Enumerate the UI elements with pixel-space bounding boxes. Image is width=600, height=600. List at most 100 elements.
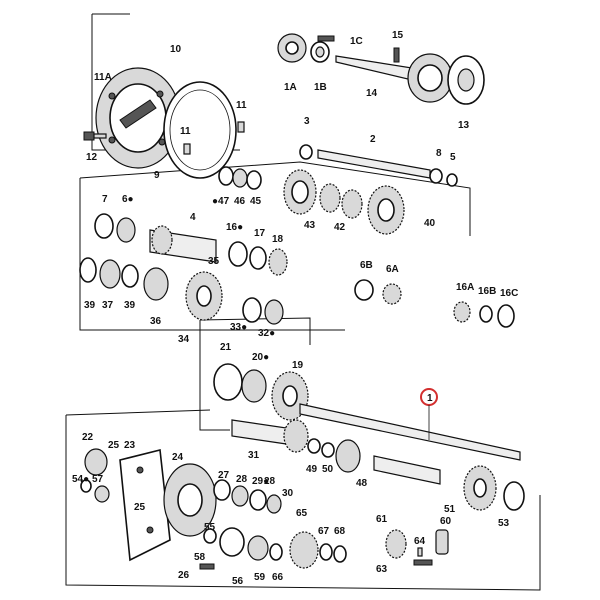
callout-label: 49 [306,464,318,475]
callout-label: 6● [122,194,134,205]
callout-label: 16B [478,286,496,297]
callout-label: 1B [314,82,327,93]
bearing-20 [241,369,267,403]
highlighted-callout-label: 1 [427,393,433,404]
yoke-1A [277,33,307,63]
gear-65 [289,531,319,569]
gear-18 [268,248,288,276]
callout-label: 14 [366,88,378,99]
callout-label: 59 [254,572,266,583]
ring-55 [203,528,217,544]
callout-label: 34 [178,334,190,345]
callout-label: 56 [232,576,244,587]
bolt-12 [83,131,107,141]
callout-label: 3 [304,116,310,127]
callout-label: 19 [292,360,304,371]
callout-label: 16A [456,282,474,293]
callout-label: 43 [304,220,316,231]
snap-ring-21 [213,363,243,401]
dowel-11 [237,121,245,133]
ring-68 [333,545,347,563]
callout-label: 61 [376,514,388,525]
callout-label: 4 [190,212,196,223]
callout-label: 9 [154,170,160,181]
callout-label: 50 [322,464,334,475]
ring-56 [219,527,245,557]
callout-label: 27 [218,470,230,481]
bearings-47-46-45 [218,166,262,190]
callout-label: 53 [498,518,510,529]
callout-label: 6B [360,260,373,271]
callout-label: 64 [414,536,426,547]
callout-label: 68 [334,526,346,537]
callout-label: 20● [252,352,269,363]
seal-1B [310,41,330,63]
flange-13 [447,55,485,105]
bearing-32 [264,299,284,325]
frame-inner [199,317,311,431]
callout-label: 66 [272,572,284,583]
callout-label: 15 [392,30,404,41]
ring-16B [479,305,493,323]
callout-label: 48 [356,478,368,489]
callout-label: 21 [220,342,232,353]
callout-label: 29● [252,476,269,487]
ring-66 [269,543,283,561]
callout-label: 55 [204,522,216,533]
callout-label: 6A [386,264,399,275]
dowel-11b [183,143,191,155]
callout-label: 36 [150,316,162,327]
bearing-6 [116,217,136,243]
bearing-37 [99,259,121,289]
ring-16C [497,304,515,328]
ring-7 [94,213,114,239]
callout-label: 31 [248,450,260,461]
gear-19 [271,371,309,421]
callout-label: 18 [272,234,284,245]
housing-14 [407,53,453,103]
callout-label: 39 [124,300,136,311]
callout-label: 32● [258,328,275,339]
callout-label: 42 [334,222,346,233]
bearing-36 [143,267,169,301]
callout-label: 1A [284,82,297,93]
callout-label: 28 [264,476,276,487]
ring-53 [503,481,525,511]
bolt-1C [317,35,335,42]
gear-shaft-4 [149,225,217,263]
callout-label: 13 [458,120,470,131]
callout-label: ●47 [212,196,230,207]
callout-label: 11A [94,72,112,83]
callout-label: 60 [440,516,452,527]
pin-64 [417,547,423,557]
callout-label: 2 [370,134,376,145]
gear-40 [367,185,405,235]
callout-label: 11 [236,100,247,111]
shaft-60 [435,529,449,555]
cover-plate [95,67,181,169]
bearing-48 [335,439,361,473]
ring-5 [446,173,458,187]
ring-67 [319,543,333,561]
gear-51 [463,465,497,511]
callout-label: 45 [250,196,262,207]
small-parts-27-30 [213,479,282,514]
callout-label: 8 [436,148,442,159]
cover-23 [119,449,171,562]
bearing-6B [354,279,374,301]
callout-label: 16● [226,222,243,233]
callout-label: 22 [82,432,94,443]
callout-label: 17 [254,228,266,239]
gear-cluster-42 [319,183,363,219]
shaft-2 [299,144,431,179]
ring-17 [249,246,267,270]
bearing-6A [382,283,402,305]
gear-43 [283,169,317,215]
callout-label: 40 [424,218,436,229]
gear-34 [185,271,223,321]
bolt-26 [199,563,215,570]
washer-8 [429,168,443,184]
callout-label: 67 [318,526,330,537]
callout-label: 33● [230,322,247,333]
